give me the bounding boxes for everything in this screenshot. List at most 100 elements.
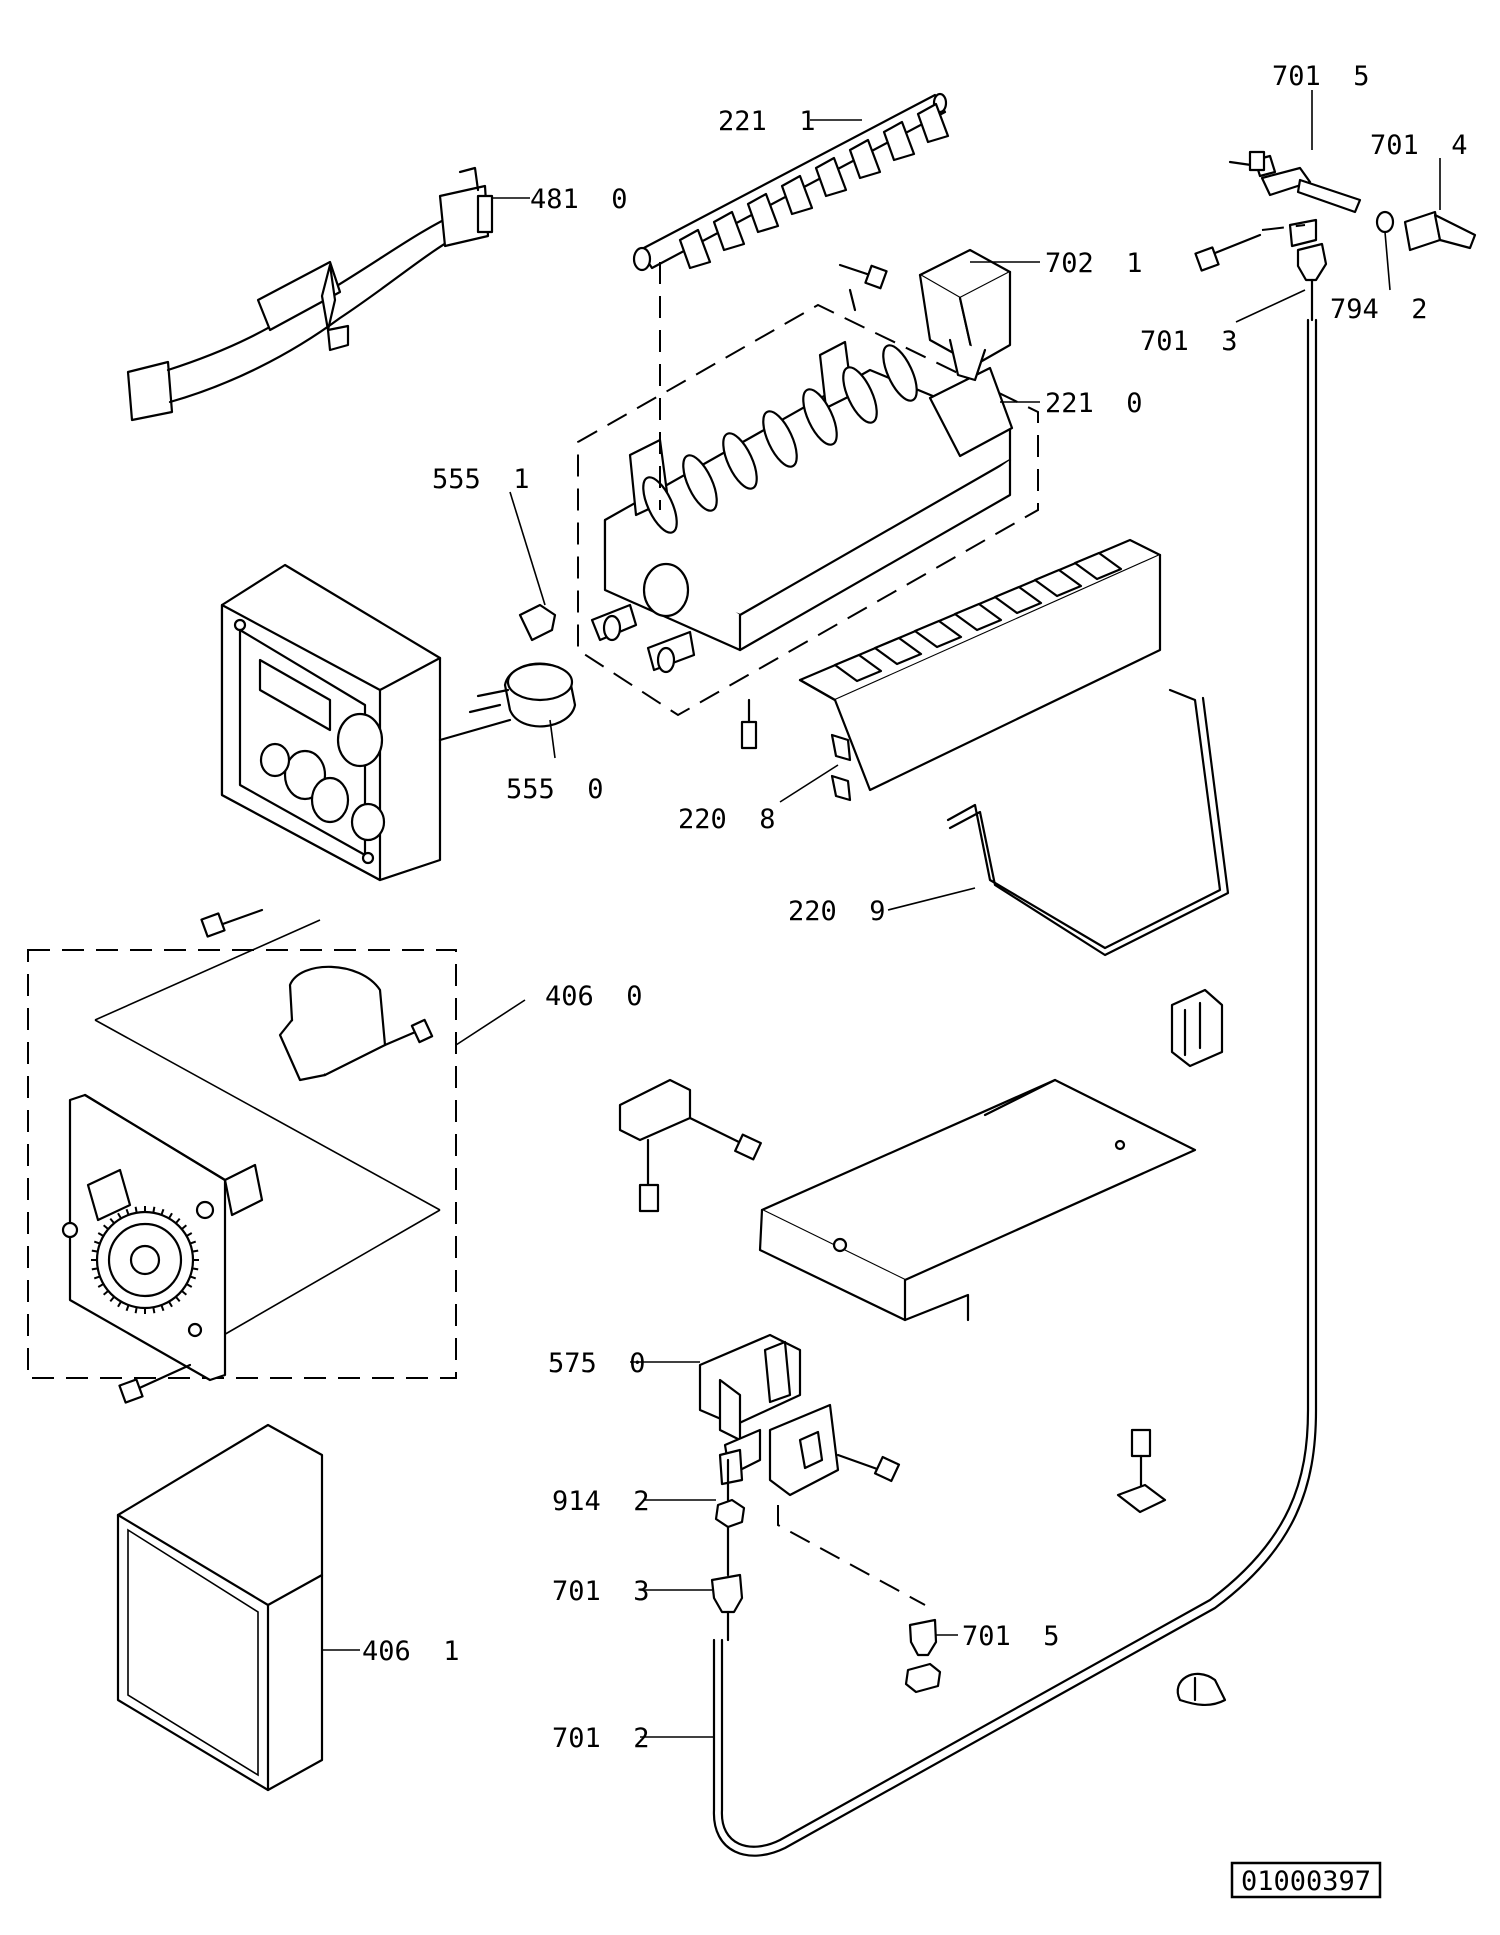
stripper-finger (873, 636, 923, 666)
gear-tooth (160, 1208, 165, 1216)
gear-tooth (97, 1232, 104, 1237)
gear-tooth (189, 1240, 197, 1245)
ice-ejector-221-1[interactable] (632, 92, 950, 272)
thermostat-555-0[interactable] (468, 662, 577, 728)
stripper-finger (993, 585, 1043, 615)
gear-tooth (192, 1267, 199, 1271)
water-tube-701-2[interactable] (712, 318, 1318, 1857)
leader-lines (322, 90, 1441, 1738)
gear-tooth (134, 1206, 138, 1213)
gear-tooth (93, 1275, 101, 1280)
mold-cavity (882, 344, 918, 402)
mold-cavity (762, 410, 798, 468)
gear-tooth (192, 1249, 199, 1253)
screw-top[interactable] (838, 263, 888, 290)
nut-914-2[interactable] (714, 1458, 746, 1577)
gear-tooth (102, 1290, 109, 1296)
base-plate[interactable] (758, 1078, 1197, 1322)
callout-701-4: 701 4 (1370, 130, 1468, 161)
callout-701-5-bottom: 701 5 (962, 1621, 1060, 1652)
callout-555-1: 555 1 (432, 464, 530, 495)
ice-mold-221-0[interactable] (577, 288, 1039, 717)
screw-left-upper[interactable] (200, 908, 264, 938)
valve-fitting-701-5-top[interactable] (1228, 150, 1362, 214)
gear-tooth (152, 1206, 156, 1213)
callout-406-1: 406 1 (362, 1636, 460, 1667)
gear-tooth (117, 1212, 122, 1219)
gear-tooth (186, 1283, 193, 1288)
wire-harness-481-0[interactable] (126, 166, 494, 422)
fitting-701-3-bottom[interactable] (710, 1573, 744, 1642)
callout-220-9: 220 9 (788, 896, 886, 927)
screw-top-right[interactable] (1194, 233, 1262, 272)
ejector-blade (814, 156, 848, 198)
water-valve-575-0[interactable] (698, 1333, 901, 1497)
screw-left-lower[interactable] (118, 1363, 192, 1404)
callout-575-0: 575 0 (548, 1348, 646, 1379)
screw-center[interactable] (740, 698, 758, 750)
fitting-701-4[interactable] (1403, 210, 1477, 252)
gear-tooth (109, 1296, 115, 1303)
gear-tooth (168, 1212, 173, 1219)
ejector-blade (746, 192, 780, 234)
wire-clip[interactable] (1170, 988, 1224, 1068)
callout-221-1: 221 1 (718, 106, 816, 137)
gear-tooth (125, 1208, 130, 1216)
gear-tooth (175, 1296, 181, 1303)
gear-tooth (102, 1224, 109, 1230)
callout-481-0: 481 0 (530, 184, 628, 215)
gear-tooth (117, 1301, 122, 1308)
gear-tooth (181, 1290, 188, 1296)
gear-tooth (168, 1301, 173, 1308)
mold-cavity (802, 388, 838, 446)
fill-cup-702-1[interactable] (918, 248, 1012, 382)
stripper-finger (953, 602, 1003, 632)
callout-555-0: 555 0 (506, 774, 604, 805)
tube-clip[interactable] (1176, 1672, 1227, 1706)
callout-220-8: 220 8 (678, 804, 776, 835)
thermostat-clip-555-1[interactable] (518, 603, 557, 642)
mold-cavity (682, 454, 718, 512)
ejector-blade (780, 174, 814, 216)
stripper-finger (913, 619, 963, 649)
gear-tooth (181, 1224, 188, 1230)
callout-406-0: 406 0 (545, 981, 643, 1012)
gear-tooth (125, 1304, 130, 1312)
cover-406-1[interactable] (116, 1423, 324, 1792)
callout-702-1: 702 1 (1045, 248, 1143, 279)
callout-914-2: 914 2 (552, 1486, 650, 1517)
mold-cavity (842, 366, 878, 424)
gear-tooth (189, 1275, 197, 1280)
washer-794-2[interactable] (1375, 210, 1395, 234)
gear-tooth (160, 1304, 165, 1312)
shutoff-arm-220-9[interactable] (946, 688, 1230, 957)
gear-tooth (152, 1307, 156, 1314)
ejector-blade (848, 138, 882, 180)
callout-701-2: 701 2 (552, 1723, 650, 1754)
control-housing[interactable] (220, 563, 512, 882)
drawing-number: 01000397 (1241, 1866, 1371, 1897)
gear-tooth (91, 1249, 98, 1253)
ejector-blade (882, 120, 916, 162)
mounting-bracket[interactable] (618, 1078, 762, 1213)
callout-221-0: 221 0 (1045, 388, 1143, 419)
tube-clamp-screw[interactable] (1116, 1428, 1167, 1514)
ejector-blade (916, 102, 950, 144)
gear-tooth (134, 1307, 138, 1314)
fitting-701-5-bottom[interactable] (904, 1618, 942, 1694)
fitting-701-3-top[interactable] (1288, 218, 1328, 322)
mold-cavity (722, 432, 758, 490)
stripper-finger (1033, 568, 1083, 598)
gear-tooth (175, 1217, 181, 1224)
callout-701-3-bottom: 701 3 (552, 1576, 650, 1607)
gear-tooth (97, 1283, 104, 1288)
control-module-406-0[interactable] (27, 919, 457, 1382)
gear-tooth (93, 1240, 101, 1245)
gear-tooth (109, 1217, 115, 1224)
ice-stripper-220-8[interactable] (798, 538, 1162, 802)
ejector-blade (678, 228, 712, 270)
callout-701-3-top: 701 3 (1140, 326, 1238, 357)
gear-tooth (186, 1232, 193, 1237)
